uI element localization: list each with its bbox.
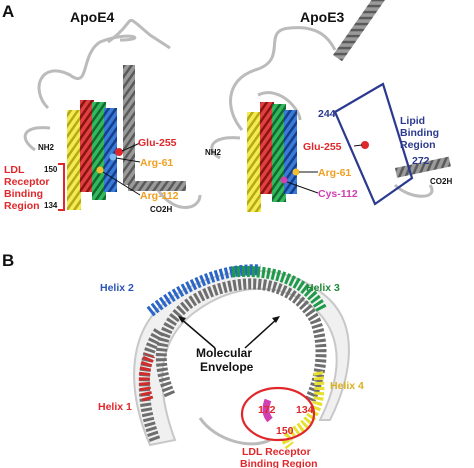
arg112-marker	[96, 166, 104, 174]
arg61-marker	[109, 153, 117, 161]
apoe4-helix-red	[80, 100, 94, 192]
apoe4-structure: ApoE4 NH2 CO2H Glu-255 Arg-61 Arg-112 15…	[4, 9, 202, 214]
lipid-region-line3: Region	[400, 139, 436, 151]
arg61-label-e3: Arg-61	[318, 167, 351, 179]
apoe3-helix-gray	[333, 0, 429, 62]
arg61-marker-e3	[292, 168, 300, 176]
glu255-label: Glu-255	[138, 137, 177, 149]
apoe4-helix-gray	[123, 65, 135, 185]
lipid-region-line1: Lipid	[400, 115, 425, 127]
num-134-b: 134	[296, 404, 314, 416]
magenta-segment	[262, 398, 273, 423]
apoe4-loop	[23, 126, 51, 152]
outer-gray-ribbon	[138, 326, 165, 442]
apoe4-nh2-label: NH2	[38, 143, 55, 152]
ldl-region-line3: Binding	[4, 188, 43, 200]
envelope-arrowhead	[178, 316, 186, 323]
lipid-region-line2: Binding	[400, 127, 439, 139]
apoe3-nh2-label: NH2	[205, 148, 222, 157]
apoe4-helix-yellow	[67, 110, 81, 210]
ldl-b-line2: Binding Region	[240, 458, 318, 468]
num-244: 244	[318, 108, 336, 120]
ldl-region-line4: Region	[4, 200, 40, 212]
helix1-label: Helix 1	[98, 401, 132, 413]
helix1-ribbon	[138, 352, 156, 402]
apoe4-loop	[37, 34, 137, 110]
apoe4-helix-blue	[104, 108, 117, 192]
helix2-label: Helix 2	[100, 282, 134, 294]
arg61-label: Arg-61	[140, 157, 173, 169]
loop	[198, 417, 271, 446]
num-172: 172	[258, 404, 276, 416]
ldl-bracket	[58, 163, 65, 211]
apoe3-helix-green	[272, 104, 286, 202]
pointer-line	[102, 171, 141, 196]
apoe4-title: ApoE4	[70, 9, 115, 25]
num-134: 134	[44, 201, 58, 210]
apoe3-title: ApoE3	[300, 9, 345, 25]
glu255-label-e3: Glu-255	[303, 141, 342, 153]
num-272: 272	[412, 155, 430, 167]
helix4-label: Helix 4	[330, 380, 364, 392]
apoe3-structure: ApoE3 NH2 CO2H Glu-255 Arg-61 Cys-112 24…	[205, 0, 452, 212]
num-150-b: 150	[276, 425, 294, 437]
ldl-region-line1: LDL	[4, 164, 25, 176]
helix3-ribbon	[231, 265, 327, 313]
cys112-marker	[280, 176, 288, 184]
panel-b-letter: B	[2, 251, 14, 270]
helix4-ribbon	[282, 371, 325, 450]
apoe3-loop	[210, 136, 241, 160]
helix3-label: Helix 3	[306, 282, 340, 294]
panel-a-letter: A	[2, 2, 14, 21]
apoe4-loop	[107, 18, 171, 50]
pointer-line	[115, 157, 141, 163]
apoe4-helix-green	[92, 102, 106, 200]
ldl-receptor-ellipse	[240, 386, 316, 442]
envelope-arrow	[179, 317, 216, 349]
glu255-marker-e3	[361, 141, 369, 149]
apoe3-helix-gray-c	[395, 156, 451, 178]
ldl-b-line1: LDL Receptor	[242, 446, 311, 458]
apoe4-loop	[156, 189, 202, 209]
pointer-line	[121, 142, 141, 152]
envelope-arrow	[244, 317, 279, 349]
ldl-region-line2: Receptor	[4, 176, 50, 188]
glu255-marker	[115, 148, 123, 156]
envelope-label-line2: Envelope	[200, 360, 254, 374]
envelope-arrowhead	[272, 316, 280, 323]
lipid-binding-box	[333, 82, 414, 206]
num-150: 150	[44, 165, 58, 174]
apoe4-helix-gray-c	[128, 181, 186, 191]
pointer-line	[286, 181, 319, 194]
apoe4-co2h-label: CO2H	[150, 205, 172, 214]
cys112-label: Cys-112	[318, 188, 358, 200]
pointer-line	[353, 144, 363, 147]
lipid-bound-model: Helix 2 Helix 3 Helix 1 Helix 4 Molecula…	[98, 264, 364, 468]
helix2-ribbon	[146, 264, 261, 317]
apoe3-co2h-label: CO2H	[430, 177, 452, 186]
apoe3-helix-red	[260, 102, 274, 194]
apoe3-loop	[257, 91, 302, 121]
arg112-label: Arg-112	[140, 190, 179, 202]
envelope-label-line1: Molecular	[196, 346, 252, 360]
inner-gray-ribbon	[155, 278, 327, 403]
apoe3-loop	[393, 183, 434, 198]
apoe3-loop	[229, 26, 337, 131]
apoe3-helix-yellow	[247, 112, 261, 212]
